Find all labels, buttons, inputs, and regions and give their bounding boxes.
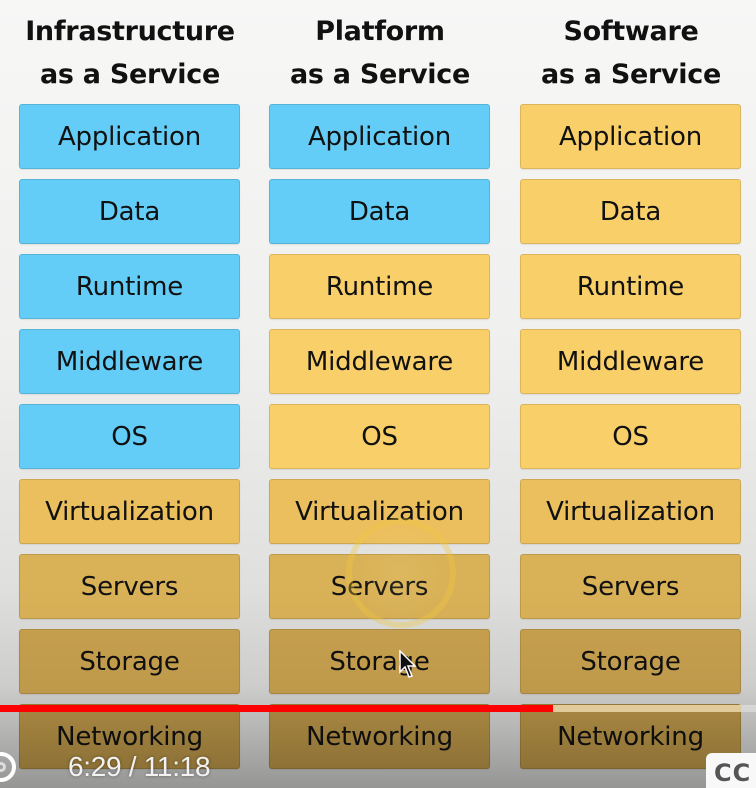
paas-column-title: Platform as a Service <box>269 10 491 96</box>
mouse-cursor-icon <box>399 650 417 678</box>
click-highlight-ring <box>346 518 456 628</box>
iaas-layer-application: Application <box>19 104 240 169</box>
closed-captions-button[interactable]: CC <box>706 753 756 788</box>
iaas-layer-middleware: Middleware <box>19 329 240 394</box>
title-line-1: Infrastructure <box>25 16 235 47</box>
progress-bar-end <box>741 705 756 712</box>
progress-bar[interactable] <box>0 705 741 712</box>
saas-layer-data: Data <box>520 179 741 244</box>
saas-layer-os: OS <box>520 404 741 469</box>
paas-layer-application: Application <box>269 104 490 169</box>
play-icon <box>0 762 6 772</box>
title-line-1: Platform <box>315 16 445 47</box>
saas-layer-runtime: Runtime <box>520 254 741 319</box>
iaas-layer-storage: Storage <box>19 629 240 694</box>
saas-layer-servers: Servers <box>520 554 741 619</box>
saas-layer-networking: Networking <box>520 704 741 769</box>
saas-layer-storage: Storage <box>520 629 741 694</box>
iaas-layer-networking: Networking <box>19 704 240 769</box>
saas-layer-virtualization: Virtualization <box>520 479 741 544</box>
saas-column-title: Software as a Service <box>520 10 742 96</box>
paas-layer-networking: Networking <box>269 704 490 769</box>
paas-layer-storage: Storage <box>269 629 490 694</box>
paas-layer-os: OS <box>269 404 490 469</box>
paas-layer-middleware: Middleware <box>269 329 490 394</box>
title-line-2: as a Service <box>40 59 220 90</box>
iaas-layer-runtime: Runtime <box>19 254 240 319</box>
paas-layer-data: Data <box>269 179 490 244</box>
paas-layer-runtime: Runtime <box>269 254 490 319</box>
iaas-layer-os: OS <box>19 404 240 469</box>
saas-layer-middleware: Middleware <box>520 329 741 394</box>
iaas-layer-data: Data <box>19 179 240 244</box>
title-line-2: as a Service <box>541 59 721 90</box>
title-line-2: as a Service <box>290 59 470 90</box>
iaas-layer-virtualization: Virtualization <box>19 479 240 544</box>
saas-layer-application: Application <box>520 104 741 169</box>
progress-played <box>0 705 553 712</box>
play-pause-button[interactable] <box>0 752 16 782</box>
title-line-1: Software <box>563 16 699 47</box>
time-display: 6:29 / 11:18 <box>68 751 211 782</box>
iaas-column-title: Infrastructure as a Service <box>19 10 241 96</box>
iaas-layer-servers: Servers <box>19 554 240 619</box>
